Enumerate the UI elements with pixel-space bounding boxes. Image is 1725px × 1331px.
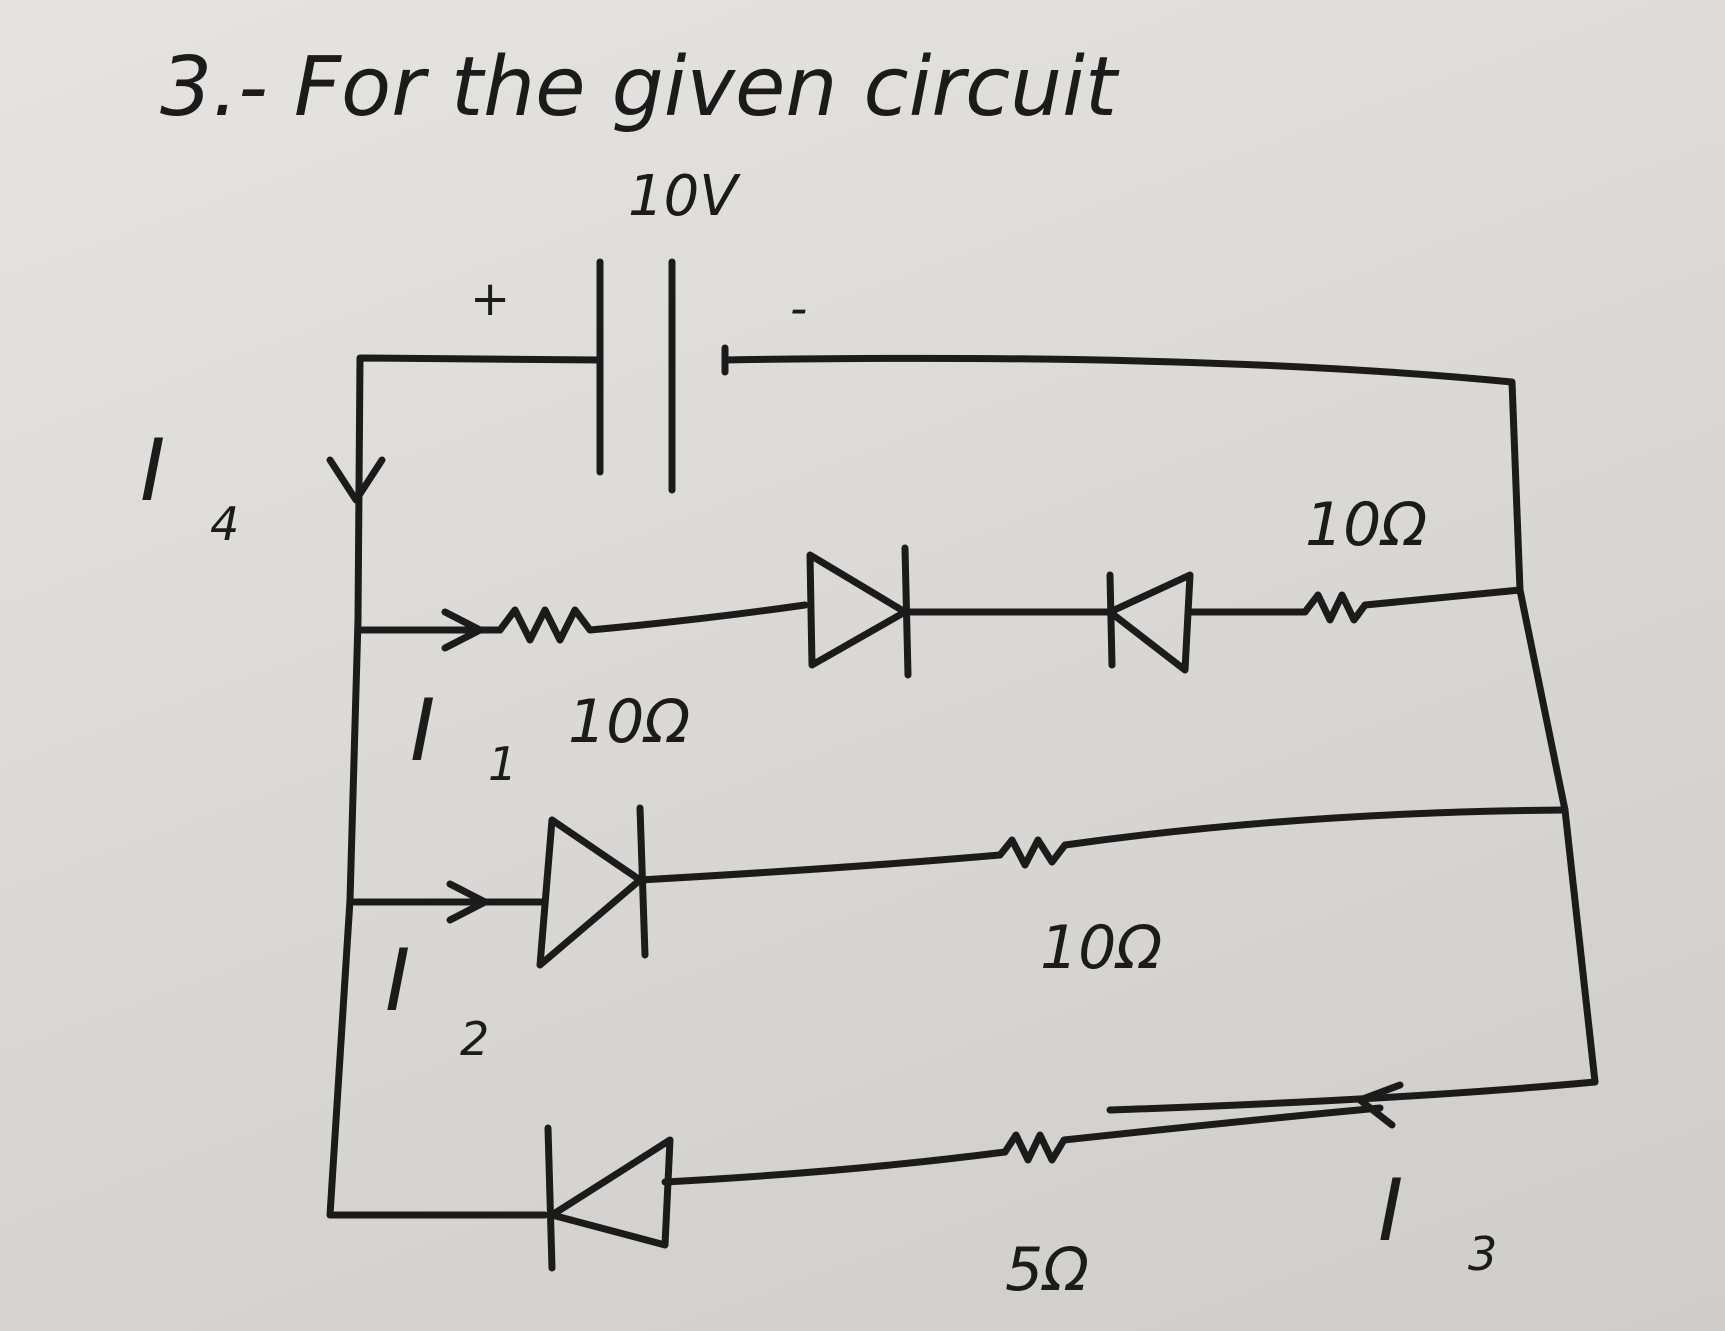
battery: 10V + - [470, 164, 807, 494]
resistor-branch1-left [496, 601, 809, 644]
current-i3-label: I [1378, 1161, 1403, 1261]
resistor-branch1-right [1301, 586, 1524, 624]
diode-branch3-reverse-bar [544, 1124, 556, 1272]
wire-top-left [354, 354, 604, 624]
battery-minus-label: - [790, 281, 807, 337]
resistor-branch2-label: 10Ω [1040, 913, 1162, 983]
resistor-branch3-label: 5Ω [1005, 1235, 1089, 1305]
branch-1: 10Ω I 1 10Ω [354, 490, 1524, 791]
current-i2-arrow [446, 880, 489, 924]
wire-left-rail [326, 616, 549, 1219]
wire-top-right [721, 354, 1524, 594]
diode-branch1-reverse [1106, 571, 1194, 674]
current-i3-arrow [1356, 1081, 1404, 1129]
current-i2-subscript: 2 [460, 1012, 489, 1066]
current-i4-subscript: 4 [210, 497, 239, 551]
diode-branch2-forward [536, 816, 644, 969]
diode-branch1-reverse-bar [1106, 571, 1116, 669]
current-i2-label: I [385, 931, 410, 1031]
current-i1-label: I [410, 681, 435, 781]
diode-branch1-forward [806, 551, 909, 669]
current-i1-subscript: 1 [488, 737, 517, 791]
resistor-branch1-right-label: 10Ω [1305, 490, 1427, 560]
current-i4-label: I [140, 421, 165, 521]
diode-branch3-reverse [548, 1136, 674, 1249]
resistor-branch2 [996, 806, 1569, 869]
wire-right-rail [1106, 586, 1599, 1114]
current-i1-arrow [441, 608, 484, 652]
problem-title: 3.- For the given circuit [160, 40, 1120, 135]
resistor-branch3 [1001, 1104, 1384, 1164]
current-i3-subscript: 3 [1468, 1227, 1497, 1281]
battery-plus-label: + [470, 271, 510, 327]
current-i4-arrow [326, 456, 386, 504]
branch-2: 10Ω I 2 [346, 804, 1569, 1066]
branch-3: 5Ω I 3 [544, 1081, 1497, 1305]
battery-voltage-label: 10V [628, 164, 741, 229]
current-i4: I 4 [140, 421, 386, 551]
resistor-branch1-left-label: 10Ω [568, 687, 690, 757]
